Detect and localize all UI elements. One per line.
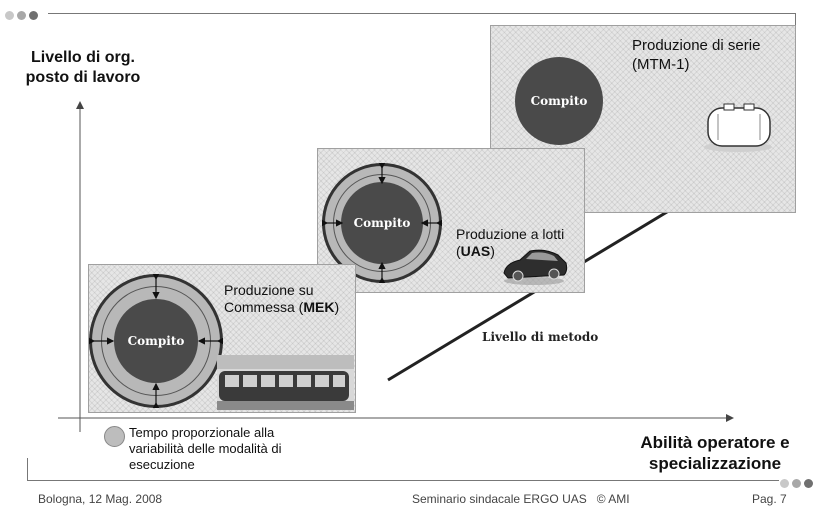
legend-swatch [104,426,125,447]
y-axis-title-line2: posto di lavoro [25,69,141,86]
title-order: Produzione su Commessa (MEK) [224,282,339,316]
title-order-line1: Produzione su [224,282,314,298]
decorative-dots-top [5,7,41,25]
arrows-batch [322,163,442,283]
core-series: Compito [515,57,603,145]
legend-text-line3: esecuzione [129,457,195,472]
core-order-label: Compito [127,334,185,348]
title-order-line2: Commessa (MEK) [224,299,340,315]
method-label: Livello di metodo [482,330,599,344]
tram-icon [217,355,354,410]
arrows-order [89,274,223,408]
core-series-label: Compito [530,94,588,108]
footer-right: Pag. 7 [752,492,787,506]
x-axis-title-line2: specializzazione [648,454,782,473]
x-axis-title-line1: Abilità operatore e [640,433,790,452]
title-batch: Produzione a lotti (UAS) [456,226,564,260]
title-batch-line2: (UAS) [456,243,495,259]
y-axis-title-line1: Livello di org. [30,49,135,66]
bottom-rule-tick [27,458,28,480]
y-axis-title: Livello di org. posto di lavoro [8,48,158,88]
title-batch-line1: Produzione a lotti [456,226,565,242]
core-batch-label: Compito [353,216,411,230]
core-order: Compito [114,299,198,383]
footer-center: Seminario sindacale ERGO UAS © AMI [412,492,630,506]
legend-text: Tempo proporzionale alla variabilità del… [129,425,281,473]
core-batch: Compito [341,182,423,264]
top-rule [48,13,796,14]
decorative-dots-bottom [780,475,816,493]
footer-left: Bologna, 12 Mag. 2008 [38,492,163,506]
car-icon [503,249,568,285]
title-series-line2: (MTM-1) [632,56,690,73]
bottom-rule [27,480,779,481]
legend-text-line2: variabilità delle modalità di [129,441,282,456]
title-series-line1: Produzione di serie [632,37,761,54]
toaster-icon [704,103,772,152]
legend-text-line1: Tempo proporzionale alla [129,425,275,440]
x-axis-title: Abilità operatore e specializzazione [615,432,815,474]
title-series: Produzione di serie (MTM-1) [632,36,760,74]
